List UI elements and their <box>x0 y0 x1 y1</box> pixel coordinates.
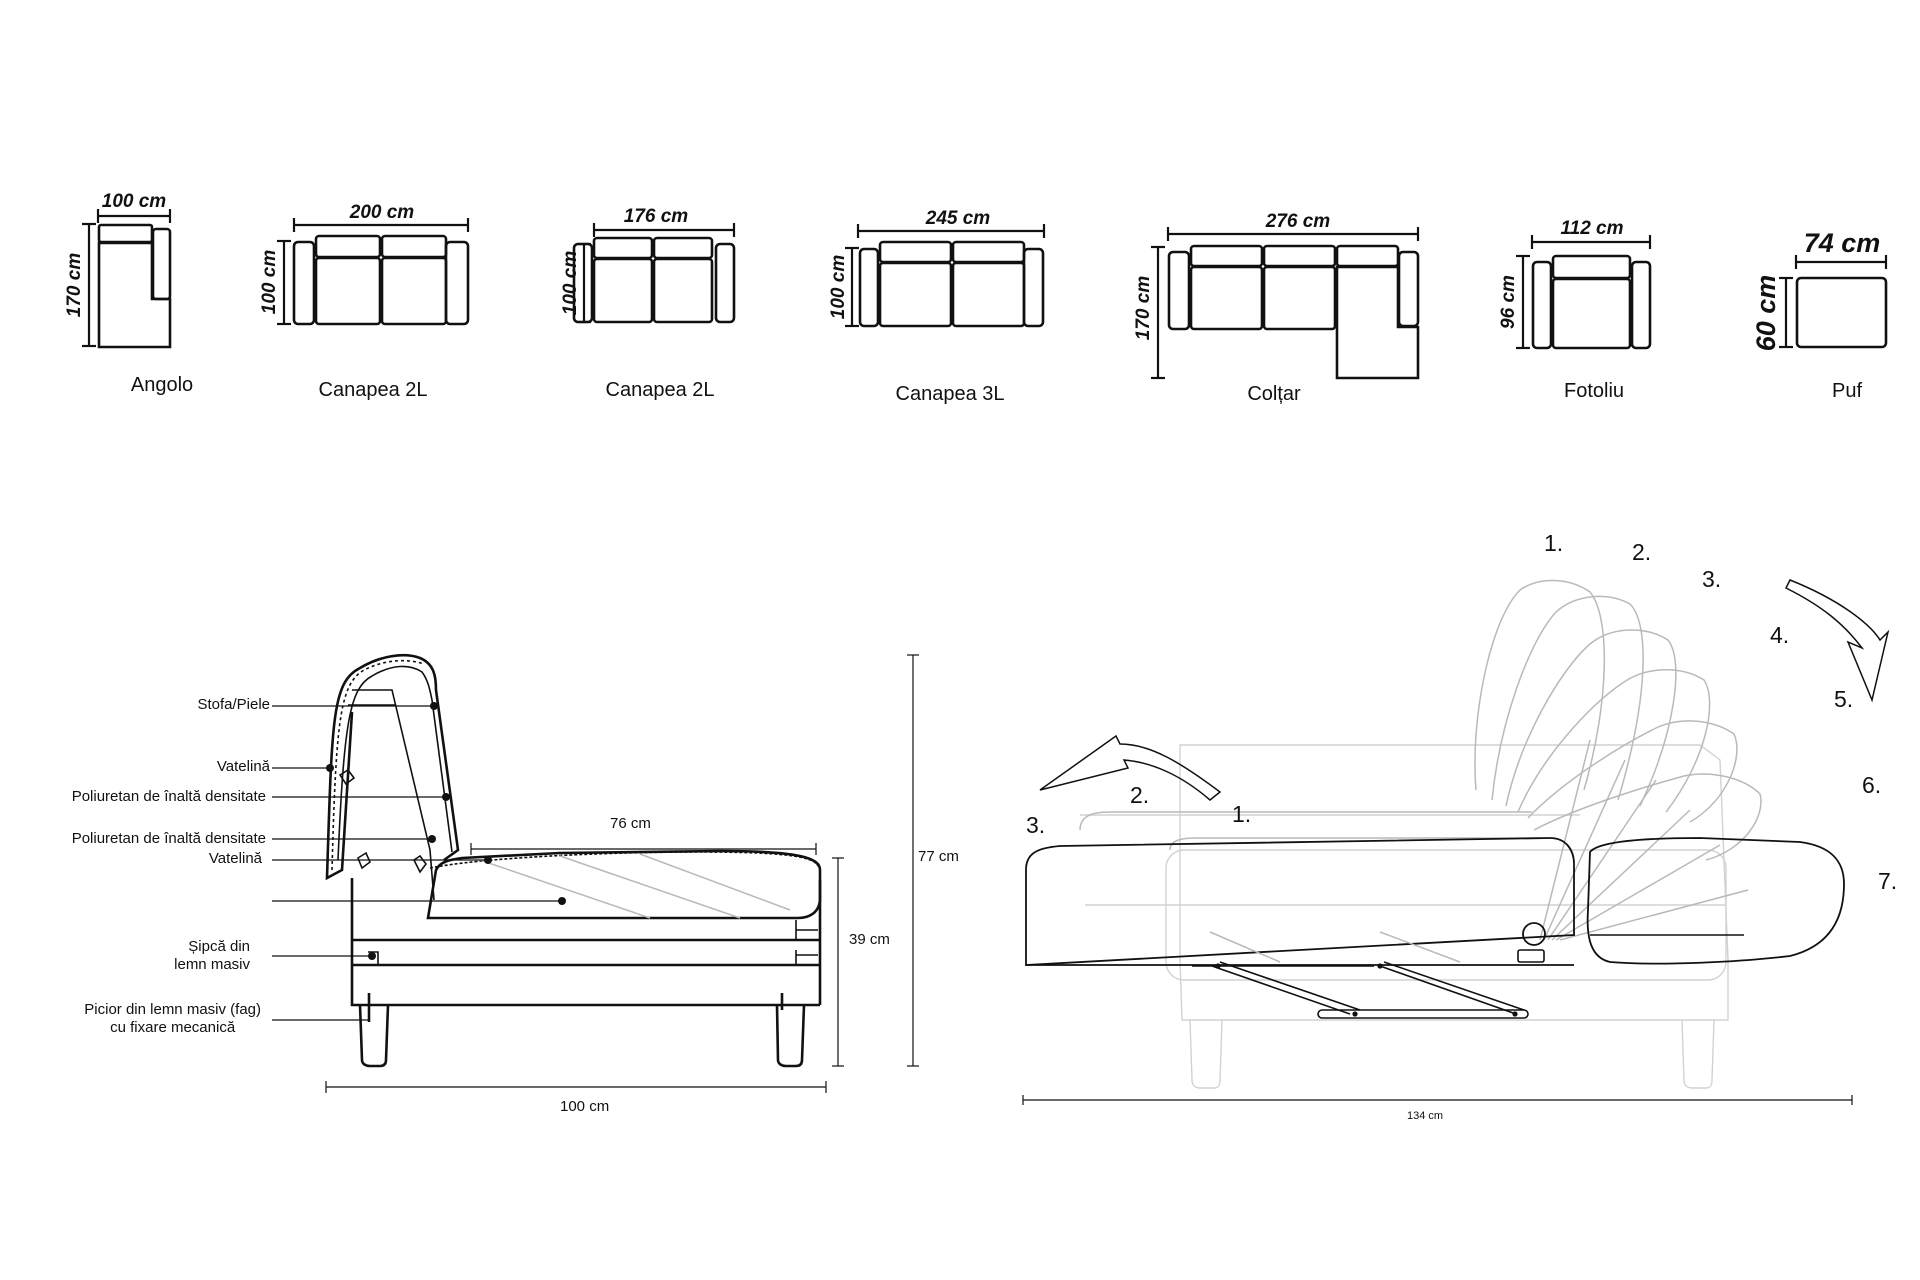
canapea-3l-width: 245 cm <box>925 208 991 229</box>
puf-width: 74 cm <box>1804 228 1881 258</box>
angolo-plan <box>82 209 172 349</box>
callout-sipca: Șipcă din lemn masiv <box>174 938 250 973</box>
canapea-2l-176-width: 176 cm <box>624 206 689 227</box>
angolo-width: 100 cm <box>102 191 167 212</box>
product-label-canapea-2l-176: Canapea 2L <box>605 379 715 401</box>
canapea-2l-200-width: 200 cm <box>349 202 415 223</box>
coltar-width: 276 cm <box>1265 211 1331 232</box>
fotoliu-plan <box>1516 235 1652 350</box>
back-step-1: 1. <box>1544 530 1564 556</box>
puf-plan <box>1779 255 1888 349</box>
back-step-2: 2. <box>1632 539 1652 565</box>
canapea-2l-200-plan <box>277 218 470 326</box>
back-step-7: 7. <box>1878 868 1898 894</box>
callout-stofa-piele: Stofa/Piele <box>197 696 270 713</box>
section-view <box>272 653 919 1093</box>
back-step-6: 6. <box>1862 772 1882 798</box>
canapea-3l-plan <box>845 224 1046 328</box>
back-step-4: 4. <box>1770 622 1790 648</box>
product-label-angolo: Angolo <box>130 374 194 396</box>
canapea-3l-depth: 100 cm <box>828 255 849 320</box>
angolo-depth: 170 cm <box>64 253 85 318</box>
callout-poliuretan-1: Poliuretan de înaltă densitate <box>71 788 266 805</box>
product-label-coltar: Colțar <box>1247 383 1301 405</box>
puf-depth: 60 cm <box>1751 275 1781 352</box>
fotoliu-width: 112 cm <box>1560 218 1623 239</box>
coltar-depth: 170 cm <box>1133 276 1154 341</box>
seat-step-1: 1. <box>1232 801 1252 827</box>
coltar-plan <box>1151 227 1420 380</box>
canapea-2l-176-plan <box>572 223 736 324</box>
seat-step-2: 2. <box>1130 782 1150 808</box>
product-label-canapea-2l-200: Canapea 2L <box>318 379 428 401</box>
callout-vatelina-1: Vatelină <box>216 758 270 775</box>
callout-vatelina-2: Vatelină <box>208 850 262 867</box>
callout-picior: Picior din lemn masiv (fag) cu fixare me… <box>84 1001 261 1036</box>
fotoliu-depth: 96 cm <box>1498 275 1519 329</box>
seat-height-dim: 39 cm <box>849 931 890 948</box>
seat-step-3: 3. <box>1026 812 1046 838</box>
callout-poliuretan-2: Poliuretan de înaltă densitate <box>71 830 266 847</box>
total-depth-dim: 100 cm <box>560 1098 610 1115</box>
open-length-dim: 134 cm <box>1406 1110 1444 1122</box>
seat-depth-dim: 76 cm <box>610 815 651 832</box>
product-label-fotoliu: Fotoliu <box>1563 380 1625 402</box>
back-step-3: 3. <box>1702 566 1722 592</box>
canapea-2l-176-depth: 100 cm <box>560 251 581 316</box>
product-label-canapea-3l: Canapea 3L <box>895 383 1005 405</box>
mechanism-view <box>1022 579 1890 1105</box>
back-step-5: 5. <box>1834 686 1854 712</box>
total-height-dim: 77 cm <box>918 848 959 865</box>
product-label-puf: Puf <box>1831 380 1863 402</box>
canapea-2l-200-depth: 100 cm <box>259 250 280 315</box>
